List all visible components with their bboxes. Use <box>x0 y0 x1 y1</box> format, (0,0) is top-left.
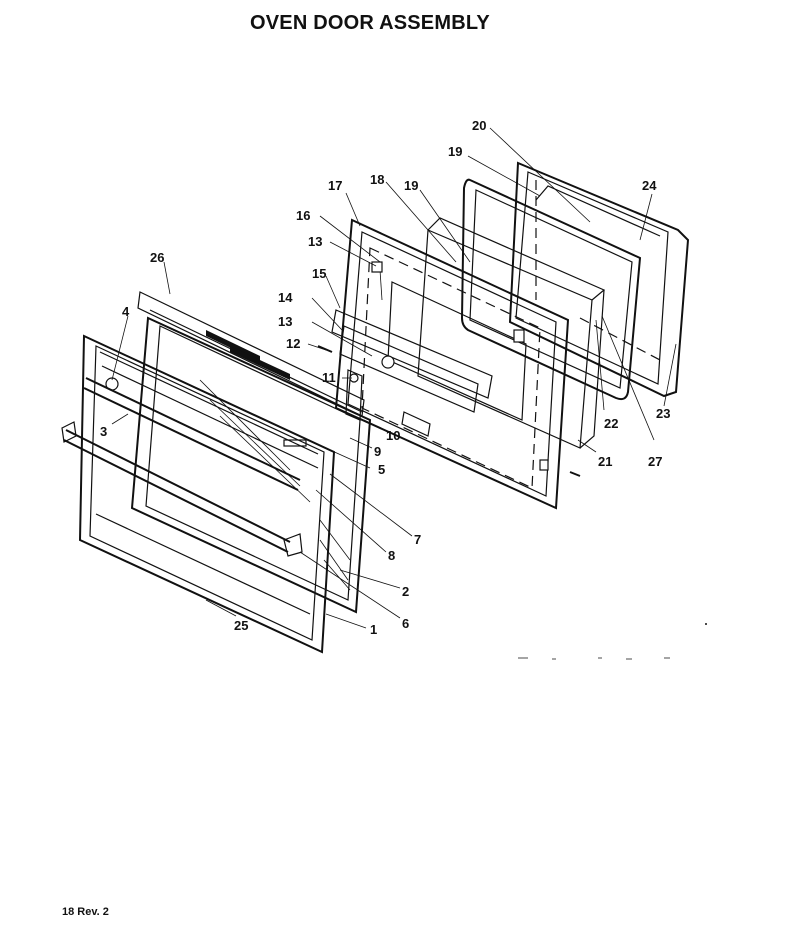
scan-marks <box>518 623 707 660</box>
callout-18: 18 <box>370 172 384 187</box>
callout-10: 10 <box>386 428 400 443</box>
diagram-title: OVEN DOOR ASSEMBLY <box>250 12 490 34</box>
callout-1: 1 <box>370 622 377 637</box>
callout-25: 25 <box>234 618 248 633</box>
callout-16: 16 <box>296 208 310 223</box>
inner-glass-panel <box>130 316 372 614</box>
door-handle <box>61 377 303 557</box>
baffle-plates <box>331 309 493 413</box>
callout-22: 22 <box>604 416 618 431</box>
callout-24: 24 <box>642 178 657 193</box>
callout-2: 2 <box>402 584 409 599</box>
callout-6: 6 <box>402 616 409 631</box>
callout-5: 5 <box>378 462 385 477</box>
callout-9: 9 <box>374 444 381 459</box>
callout-17: 17 <box>328 178 342 193</box>
callout-13-upper: 13 <box>308 234 322 249</box>
callout-26: 26 <box>150 250 164 265</box>
door-gasket <box>460 178 642 401</box>
callout-labels: 1 2 3 4 5 6 7 8 9 10 11 12 13 13 14 15 1… <box>100 118 670 637</box>
callout-8: 8 <box>388 548 395 563</box>
callout-23: 23 <box>656 406 670 421</box>
callout-21: 21 <box>598 454 612 469</box>
callout-19-rear: 19 <box>448 144 462 159</box>
insulation-block <box>417 217 606 449</box>
callout-27: 27 <box>648 454 662 469</box>
outer-door-frame <box>78 334 336 654</box>
callout-15: 15 <box>312 266 326 281</box>
callout-4: 4 <box>122 304 130 319</box>
leader-lines <box>111 127 677 629</box>
callout-3: 3 <box>100 424 107 439</box>
callout-19-front: 19 <box>404 178 418 193</box>
hinge-hardware <box>317 345 581 477</box>
callout-20: 20 <box>472 118 486 133</box>
callout-12: 12 <box>286 336 300 351</box>
callout-13-lower: 13 <box>278 314 292 329</box>
top-vent-strip <box>137 291 365 417</box>
callout-11: 11 <box>322 370 336 385</box>
callout-7: 7 <box>414 532 421 547</box>
callout-14: 14 <box>278 290 293 305</box>
revision-footer: 18 Rev. 2 <box>62 906 109 918</box>
